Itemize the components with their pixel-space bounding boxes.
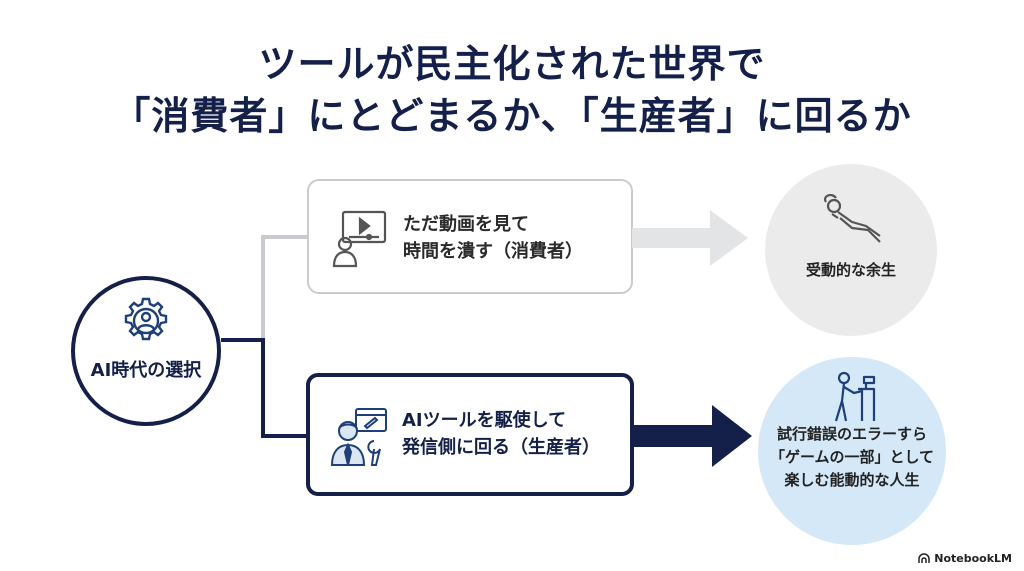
title-line-2: 「消費者」にとどまるか、「生産者」に回るか	[112, 94, 912, 138]
title-line-1: ツールが民主化された世界で	[258, 42, 766, 86]
producer-path-text: AIツールを駆使して 発信側に回る（生産者）	[402, 407, 600, 461]
arrow-producer	[632, 405, 752, 467]
hub-ai-choice: AI時代の選択	[71, 276, 221, 426]
connector-horizontal-top	[261, 235, 309, 239]
builder-person-icon	[330, 408, 387, 466]
consumer-path-line-2: 時間を潰す（消費者）	[403, 241, 583, 262]
consumer-path-line-1: ただ動画を見て	[403, 214, 529, 235]
gear-person-icon	[124, 297, 168, 341]
consumer-outcome-text: 受動的な余生	[805, 261, 896, 279]
brand-watermark: NotebookLM	[918, 552, 1012, 565]
connector-hub-out	[221, 338, 265, 342]
producer-outcome-circle: 試行錯誤のエラーすら 「ゲームの一部」として 楽しむ能動的な人生	[758, 357, 946, 545]
notebooklm-logo-icon	[918, 552, 930, 563]
reclining-person-icon	[824, 194, 881, 243]
producer-outcome-text: 試行錯誤のエラーすら 「ゲームの一部」として 楽しむ能動的な人生	[758, 423, 946, 492]
producer-outcome-line-3: 楽しむ能動的な人生	[784, 471, 920, 489]
consumer-path-text: ただ動画を見て 時間を潰す（消費者）	[403, 211, 583, 265]
connector-horizontal-bottom	[261, 434, 308, 438]
arrow-consumer	[632, 210, 748, 266]
hub-label: AI時代の選択	[90, 360, 202, 381]
connector-vertical-bottom	[261, 338, 265, 438]
producer-outcome-line-2: 「ゲームの一部」として	[769, 448, 935, 466]
producer-path-line-2: 発信側に回る（生産者）	[402, 437, 600, 458]
producer-path-line-1: AIツールを駆使して	[402, 410, 567, 431]
consumer-path-box: ただ動画を見て 時間を潰す（消費者）	[307, 179, 633, 294]
producer-outcome-line-1: 試行錯誤のエラーすら	[776, 425, 927, 443]
connector-vertical-top	[261, 235, 265, 340]
producer-path-box: AIツールを駆使して 発信側に回る（生産者）	[306, 373, 634, 496]
consumer-outcome-circle: 受動的な余生	[765, 164, 937, 336]
brand-name: NotebookLM	[934, 552, 1012, 565]
standing-desk-person-icon	[834, 371, 876, 422]
video-viewer-icon	[332, 210, 387, 268]
